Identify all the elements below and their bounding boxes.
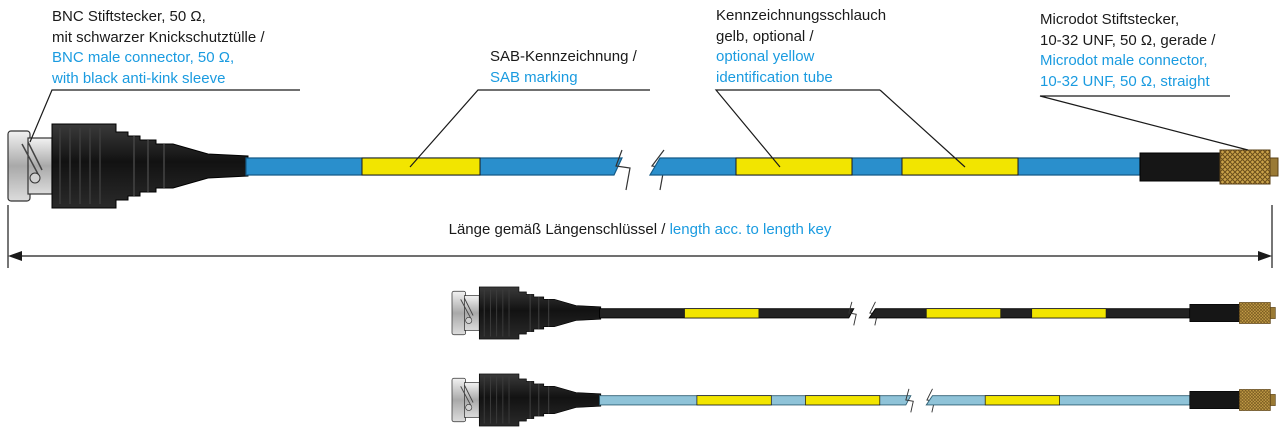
microdot-label-de-line1: Microdot Stiftstecker,: [1040, 11, 1180, 28]
microdot-leader: [1039, 95, 1249, 151]
black-cable-segment-right: [868, 308, 1191, 319]
tube-label-de-line2: gelb, optional /: [716, 27, 814, 45]
bnc-label-en-line2: with black anti-kink sleeve: [52, 69, 226, 87]
length-dimension-label: Länge gemäß Längenschlüssel / length acc…: [0, 220, 1280, 240]
lightblue-id-tube-1: [805, 395, 881, 406]
dimension-label-de: Länge gemäß Längenschlüssel /: [448, 221, 666, 238]
microdot-connector-variant-lightblue: [1189, 389, 1276, 411]
bnc-connector-main: [7, 123, 249, 209]
tube-label-en-line1: optional yellow: [716, 48, 815, 65]
black-break-left: [848, 301, 857, 326]
bnc-connector-variant-lightblue: [451, 373, 602, 427]
length-dimension: [7, 205, 1273, 268]
main-cable-assembly: [7, 123, 1279, 209]
bnc-leader: [29, 89, 300, 143]
tube-label-en-line2: identification tube: [716, 68, 833, 86]
break-mark-left: [615, 149, 631, 191]
microdot-label-en-line2: 10-32 UNF, 50 Ω, straight: [1040, 72, 1210, 90]
microdot-connector-variant-black: [1189, 302, 1276, 324]
microdot-connector-main: [1139, 149, 1279, 185]
sab-marking-label: SAB-Kennzeichnung / SAB marking: [490, 47, 637, 88]
cable-segment-right: [648, 157, 1141, 176]
bnc-label-de-line1: BNC Stiftstecker, 50 Ω,: [52, 8, 206, 25]
identification-tube-1: [735, 157, 853, 176]
identification-tube-2: [901, 157, 1019, 176]
bnc-label-en-line1: BNC male connector, 50 Ω,: [52, 49, 235, 66]
dimension-arrow-right: [1258, 251, 1272, 261]
identification-tube-label: Kennzeichnungsschlauch gelb, optional / …: [716, 6, 886, 88]
lightblue-sab-band: [696, 395, 772, 406]
variant-cable-black: [451, 286, 1276, 340]
microdot-connector-label: Microdot Stiftstecker, 10-32 UNF, 50 Ω, …: [1040, 10, 1215, 92]
sab-marking-band: [361, 157, 481, 176]
microdot-label-en-line1: Microdot male connector,: [1040, 52, 1208, 69]
sab-leader: [409, 89, 650, 168]
tube-leader-1: [714, 89, 880, 168]
sab-label-de: SAB-Kennzeichnung /: [490, 48, 637, 65]
dimension-arrow-left: [8, 251, 22, 261]
sab-label-en: SAB marking: [490, 68, 578, 86]
tube-label-de-line1: Kennzeichnungsschlauch: [716, 7, 887, 24]
black-sab-band: [684, 308, 760, 319]
leader-lines: [29, 89, 1249, 168]
dimension-label-en: length acc. to length key: [669, 221, 832, 238]
microdot-label-de-line2: 10-32 UNF, 50 Ω, gerade /: [1040, 31, 1216, 49]
bnc-connector-label: BNC Stiftstecker, 50 Ω, mit schwarzer Kn…: [52, 7, 265, 89]
bnc-label-de-line2: mit schwarzer Knickschutztülle /: [52, 28, 265, 46]
bnc-connector-variant-black: [451, 286, 602, 340]
black-id-tube-1: [925, 308, 1002, 319]
black-id-tube-2: [1031, 308, 1107, 319]
variant-cable-lightblue: [451, 373, 1276, 427]
tube-leader-2: [879, 89, 966, 168]
lightblue-break-left: [905, 388, 914, 413]
lightblue-id-tube-2: [984, 395, 1060, 406]
